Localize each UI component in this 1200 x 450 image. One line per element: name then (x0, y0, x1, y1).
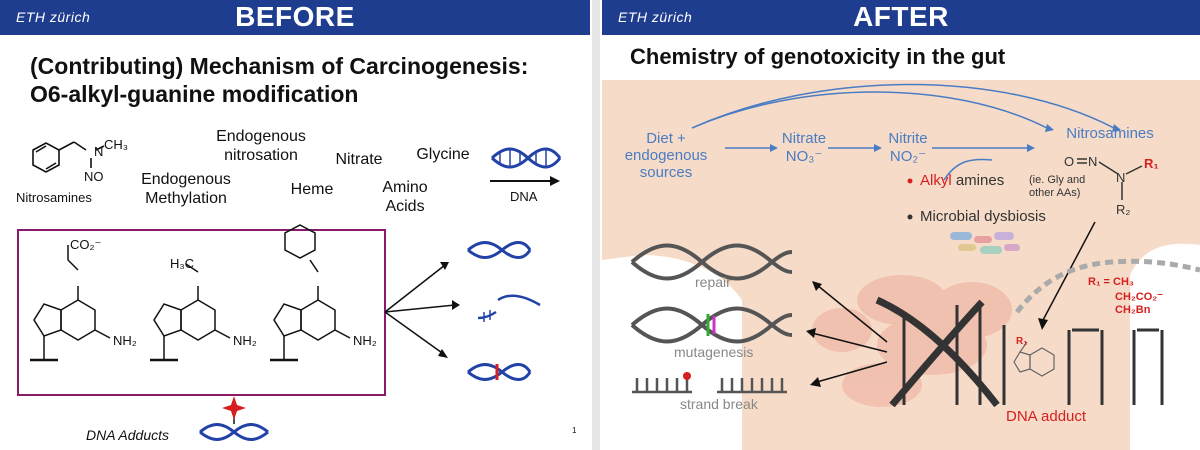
after-drawing (602, 80, 1200, 450)
flow-arcs (691, 83, 1115, 181)
dashed-arc (1015, 258, 1200, 314)
body-silhouette (602, 80, 1200, 450)
bacteria-cluster (950, 232, 1020, 254)
alkyl-note: (ie. Gly and other AAs) (1029, 174, 1086, 199)
bullet-red (907, 178, 913, 184)
nitrosamine-structure (32, 141, 105, 173)
r1-def-line3: CH₂Bn (1115, 304, 1151, 316)
nitrosamine-label: Nitrosamines (16, 190, 92, 205)
after-banner: ETH zürich AFTER (602, 0, 1200, 35)
flow-diet: Diet + endogenous sources (624, 130, 708, 181)
flow-nitrite-formula: NO₂⁻ (889, 148, 927, 165)
before-title-line1: (Contributing) Mechanism of Carcinogenes… (30, 53, 529, 79)
adduct2-nh2: NH₂ (233, 333, 257, 348)
before-drawing (17, 141, 562, 441)
eth-logo: ETH zürich (16, 9, 91, 25)
dna-mutagenesis-icon (630, 306, 793, 344)
dna-outcome-broken (477, 294, 541, 322)
nitrosamine-ch3: CH₃ (104, 137, 129, 152)
amines-word: amines (951, 172, 1005, 189)
adduct2-methyl: H₃C (170, 256, 195, 271)
nitrosamine-skeleton (1077, 158, 1143, 200)
after-banner-title: AFTER (853, 1, 949, 32)
label-amino-acids: Amino Acids (382, 179, 428, 215)
outcome-arrows (811, 284, 888, 383)
dna-outcome-mutated (467, 363, 532, 381)
before-title-line2: O6-alkyl-guanine modification (30, 81, 359, 107)
before-title: (Contributing) Mechanism of Carcinogenes… (30, 52, 528, 108)
adduct-structures (30, 224, 351, 362)
dna-adduct-icon (199, 396, 269, 441)
dna-outcome-intact (467, 241, 532, 259)
bullet-alkyl-amines: Alkyl amines (920, 172, 1004, 189)
before-banner: ETH zürich BEFORE (0, 0, 590, 35)
flow-arrowheads (770, 124, 1121, 152)
label-nitrate: Nitrate (335, 151, 383, 168)
adduct-r1: R₁ (1016, 336, 1028, 347)
panel-divider (592, 0, 600, 450)
flow-nitrate-formula: NO₃⁻ (785, 148, 823, 165)
dna-adduct-molecule (1013, 341, 1055, 377)
bullet-microbial-dysbiosis: Microbial dysbiosis (920, 208, 1046, 225)
page-number: 1 (572, 426, 577, 435)
nitrosamine-r1: R₁ (1144, 156, 1159, 171)
label-heme: Heme (290, 181, 334, 198)
alkyl-word: Alkyl (920, 172, 952, 189)
adduct-frame (17, 229, 386, 396)
fan-arrows (384, 264, 456, 356)
after-title: Chemistry of genotoxicity in the gut (630, 44, 1006, 69)
before-banner-title: BEFORE (235, 1, 355, 32)
flow-nitrate: Nitrate (781, 130, 827, 147)
r1-def-line1: R₁ = CH₃ (1088, 276, 1135, 288)
outcome-strand-break: strand break (680, 396, 758, 412)
nitrosamine-r2: R₂ (1116, 202, 1131, 217)
after-panel: ETH zürich AFTER Chemistry of genotoxici… (602, 0, 1200, 450)
label-endogenous-methylation: Endogenous Methylation (141, 171, 231, 207)
outcome-repair: repair (695, 274, 731, 290)
dna-strand-break-icon (632, 378, 787, 394)
r1-def-line2: CH₂CO₂⁻ (1115, 291, 1163, 303)
nitrosamine-n2: N (1116, 170, 1126, 185)
adduct1-nh2: NH₂ (113, 333, 137, 348)
flow-nitrosamines: Nitrosamines (1066, 125, 1154, 142)
label-endogenous-nitrosation: Endogenous nitrosation (216, 128, 306, 164)
before-panel: ETH zürich BEFORE (Contributing) Mechani… (0, 0, 590, 450)
bullet-black (907, 214, 913, 220)
adduct1-carboxylate: CO₂⁻ (70, 237, 102, 252)
arrow-to-dna (490, 176, 560, 186)
dna-repair-icon (630, 243, 793, 281)
large-dna-bases (902, 302, 1164, 405)
dna-icon-top (490, 147, 562, 169)
nitrosamine-n1: N (1088, 154, 1098, 169)
adduct3-nh2: NH₂ (353, 333, 377, 348)
outcome-mutagenesis: mutagenesis (674, 344, 754, 360)
nitrosamine-no: NO (84, 169, 104, 184)
dna-adducts-label: DNA Adducts (86, 427, 169, 443)
large-dna (875, 296, 1000, 408)
dna-adduct-label: DNA adduct (1006, 408, 1087, 425)
label-dna: DNA (510, 189, 538, 204)
flow-nitrite: Nitrite (888, 130, 928, 147)
nitrosamine-o: O (1064, 154, 1075, 169)
strand-break-adduct-dot (683, 372, 691, 380)
label-glycine: Glycine (416, 146, 470, 163)
eth-logo-after: ETH zürich (618, 9, 693, 25)
nitrosamine-n: N (94, 144, 104, 159)
